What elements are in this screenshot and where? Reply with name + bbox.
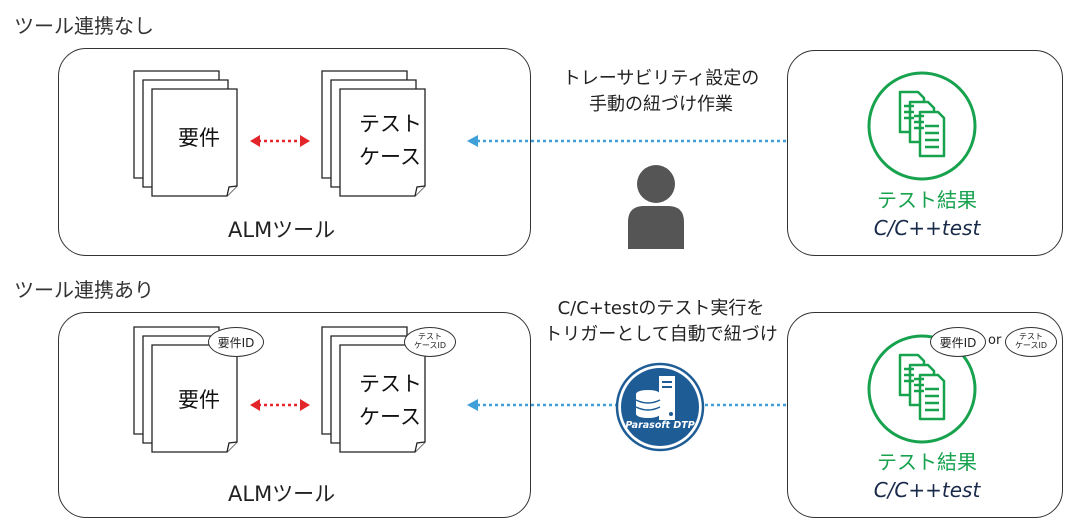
testcase-label-line2: ケース (359, 404, 421, 429)
manual-linking-text: トレーサビリティ設定の 手動の紐づけ作業 (553, 66, 769, 118)
testcase-id-tag-line1: テスト (418, 332, 442, 342)
testcase-label-line1: テスト (359, 372, 422, 396)
requirement-label-integrated: 要件 (178, 388, 220, 412)
result-testcase-id-tag: テストケースID (1005, 327, 1057, 357)
document-stack-icon (321, 326, 426, 453)
document-stack-icon (133, 70, 238, 197)
requirement-document-stack-integrated: 要件 (133, 326, 243, 461)
server-label: Parasoft DTP (625, 420, 695, 431)
red-bidirectional-arrow-integrated (250, 399, 310, 411)
alm-tool-label: ALMツール (228, 218, 336, 242)
test-result-icon (867, 71, 977, 181)
testcase-document-stack: テスト ケース (321, 70, 431, 205)
requirement-label: 要件 (178, 126, 220, 150)
auto-linking-text: C/C+testのテスト実行を トリガーとして自動で紐づけ (528, 296, 794, 348)
result-requirement-id-tag: 要件ID (930, 327, 986, 357)
testcase-label-line2: ケース (359, 144, 421, 169)
test-result-title: テスト結果 (877, 188, 977, 212)
document-stack-icon (321, 70, 426, 197)
testcase-id-tag: テストケースID (404, 327, 456, 357)
result-testcase-id-tag-line1: テスト (1019, 332, 1043, 342)
auto-linking-line1: C/C+testのテスト実行を (557, 298, 765, 319)
manual-linking-line2: 手動の紐づけ作業 (589, 94, 733, 116)
test-result-icon (867, 334, 977, 444)
section-title-no-integration: ツール連携なし (14, 14, 154, 38)
testcase-document-stack-integrated: テスト ケース (321, 326, 431, 461)
section-title-with-integration: ツール連携あり (14, 278, 154, 302)
testcase-id-tag-line2: ケースID (413, 341, 447, 350)
requirement-id-tag: 要件ID (208, 327, 264, 357)
cpptest-label: C/C++test (873, 478, 981, 502)
testcase-label-integrated: テスト ケース (359, 368, 422, 433)
test-result-label-integrated: テスト結果 C/C++test (837, 448, 1017, 504)
result-testcase-id-tag-line2: ケースID (1014, 341, 1048, 350)
document-stack-icon (133, 326, 238, 453)
test-result-label: テスト結果 C/C++test (837, 186, 1017, 242)
auto-linking-line2: トリガーとして自動で紐づけ (544, 324, 778, 346)
requirement-document-stack: 要件 (133, 70, 243, 205)
cpptest-label: C/C++test (873, 216, 981, 240)
or-label: or (988, 333, 1002, 348)
server-icon (615, 362, 705, 452)
red-bidirectional-arrow (250, 135, 310, 147)
person-icon (628, 165, 684, 249)
testcase-label-line1: テスト (359, 112, 422, 136)
test-result-title: テスト結果 (877, 450, 977, 474)
manual-linking-line1: トレーサビリティ設定の (562, 68, 760, 89)
alm-tool-label-integrated: ALMツール (228, 482, 336, 506)
testcase-label: テスト ケース (359, 108, 422, 173)
